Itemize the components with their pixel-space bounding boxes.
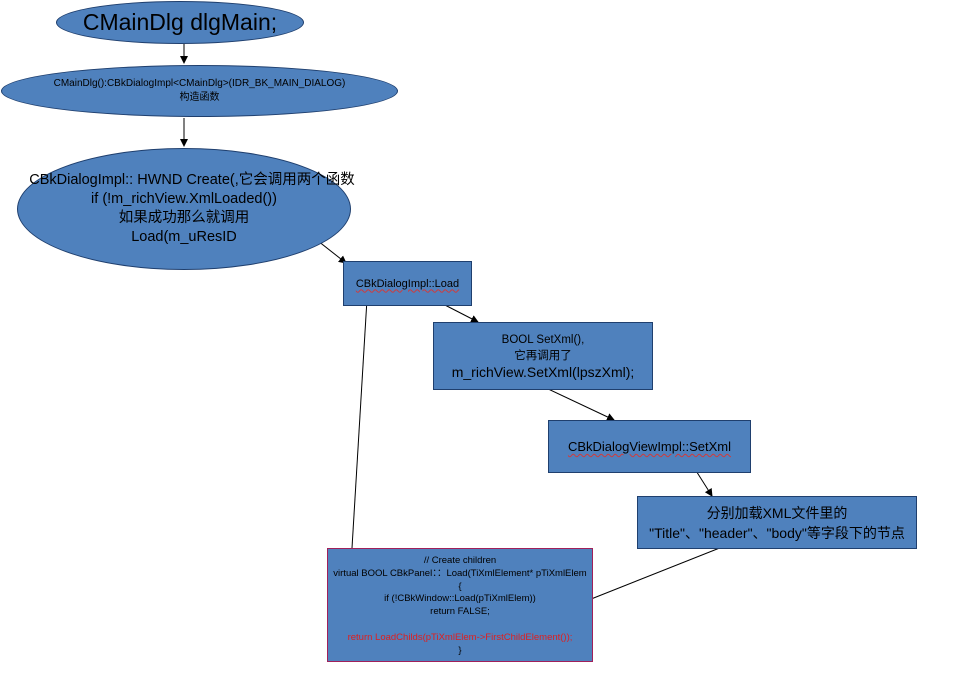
create-line2: if (!m_richView.XmlLoaded()) — [91, 191, 277, 207]
arrow-load-to-setxml — [440, 302, 479, 323]
constructor-line2: 构造函数 — [179, 92, 220, 103]
main-dlg-node: CMainDlg dlgMain; — [56, 1, 304, 44]
load-nodes-line1: 分别加载XML文件里的 — [706, 504, 848, 521]
code-line-open-brace: { — [458, 580, 462, 592]
panel-load-code-node: // Create children virtual BOOL CBkPanel… — [327, 548, 593, 662]
code-line-return-false: return FALSE; — [430, 606, 490, 618]
constructor-node: CMainDlg():CBkDialogImpl<CMainDlg>(IDR_B… — [1, 65, 398, 117]
load-nodes-node: 分别加载XML文件里的 "Title"、"header"、"body"等字段下的… — [637, 496, 917, 549]
main-dlg-label: CMainDlg dlgMain; — [82, 9, 278, 35]
load-nodes-line2: "Title"、"header"、"body"等字段下的节点 — [649, 524, 905, 541]
code-line-return-loadchilds: return LoadChilds(pTiXmlElem->FirstChild… — [347, 631, 573, 643]
code-line-signature: virtual BOOL CBkPanel：：Load(TiXmlElement… — [333, 567, 587, 579]
create-line1: CBkDialogImpl:: HWND Create(,它会调用两个函数 — [29, 172, 355, 188]
view-set-xml-label: CBkDialogViewImpl::SetXml — [567, 439, 732, 454]
set-xml-line1: BOOL SetXml(), — [501, 334, 585, 346]
create-line3: 如果成功那么就调用 — [118, 210, 250, 226]
load-label: CBkDialogImpl::Load — [355, 277, 460, 290]
load-node: CBkDialogImpl::Load — [343, 261, 472, 306]
constructor-line1: CMainDlg():CBkDialogImpl<CMainDlg>(IDR_B… — [53, 78, 346, 89]
arrow-panelload-to-load — [351, 298, 371, 549]
code-line-comment: // Create children — [423, 555, 497, 566]
create-line4: Load(m_uResID — [131, 229, 237, 245]
set-xml-line3: m_richView.SetXml(lpszXml); — [451, 364, 635, 380]
set-xml-line2: 它再调用了 — [514, 350, 572, 362]
create-node: CBkDialogImpl:: HWND Create(,它会调用两个函数 if… — [17, 148, 355, 270]
code-line-close-brace: } — [458, 644, 462, 656]
set-xml-node: BOOL SetXml(), 它再调用了 m_richView.SetXml(l… — [433, 322, 653, 390]
code-line-if: if (!CBkWindow::Load(pTiXmlElem)) — [384, 593, 536, 605]
view-set-xml-node: CBkDialogViewImpl::SetXml — [548, 420, 751, 473]
